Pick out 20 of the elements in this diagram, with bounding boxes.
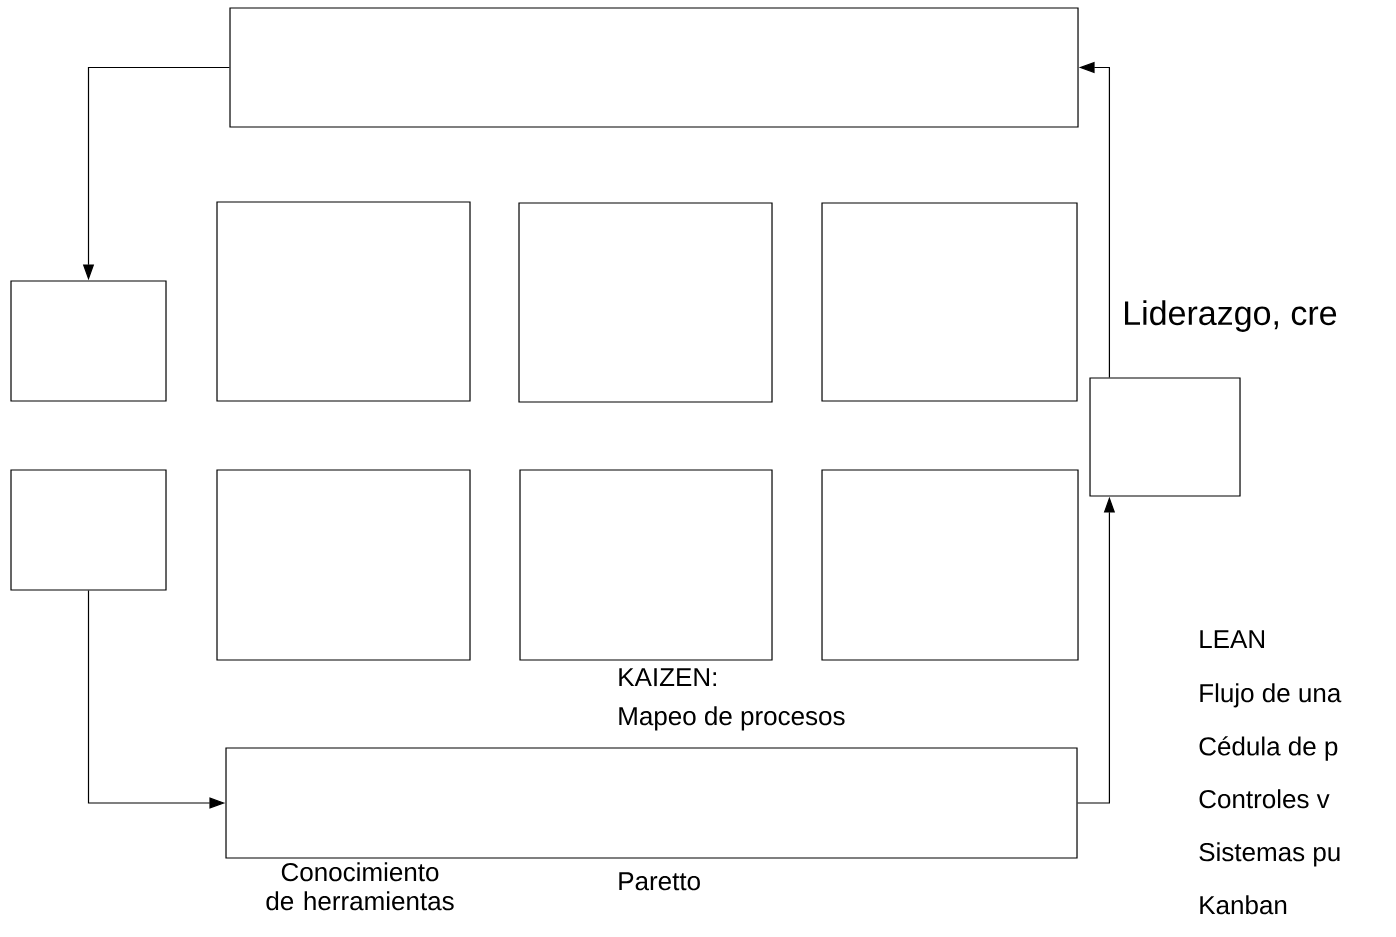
empty-box <box>216 201 471 402</box>
text-label: Cédula de p <box>1199 736 1338 761</box>
empty-box <box>1089 377 1241 497</box>
empty-box <box>10 280 167 402</box>
text-label: Sistemas pu <box>1199 842 1340 867</box>
empty-box <box>216 469 471 661</box>
empty-box <box>821 202 1078 402</box>
text-label: Liderazgo, cre <box>1125 300 1337 332</box>
text-label: KAIZEN: <box>619 668 716 687</box>
empty-box <box>519 469 773 661</box>
empty-box <box>821 469 1079 661</box>
text-label: Kanban <box>1200 895 1287 915</box>
text-label: LEAN <box>1200 630 1264 649</box>
text-label: Controles v <box>1199 789 1330 809</box>
text-label: Flujo de una <box>1200 683 1342 708</box>
empty-box <box>518 202 773 403</box>
empty-box <box>229 7 1079 128</box>
empty-box <box>10 469 167 591</box>
text-label: Mapeo de procesos <box>619 706 845 731</box>
empty-box <box>225 747 1078 859</box>
